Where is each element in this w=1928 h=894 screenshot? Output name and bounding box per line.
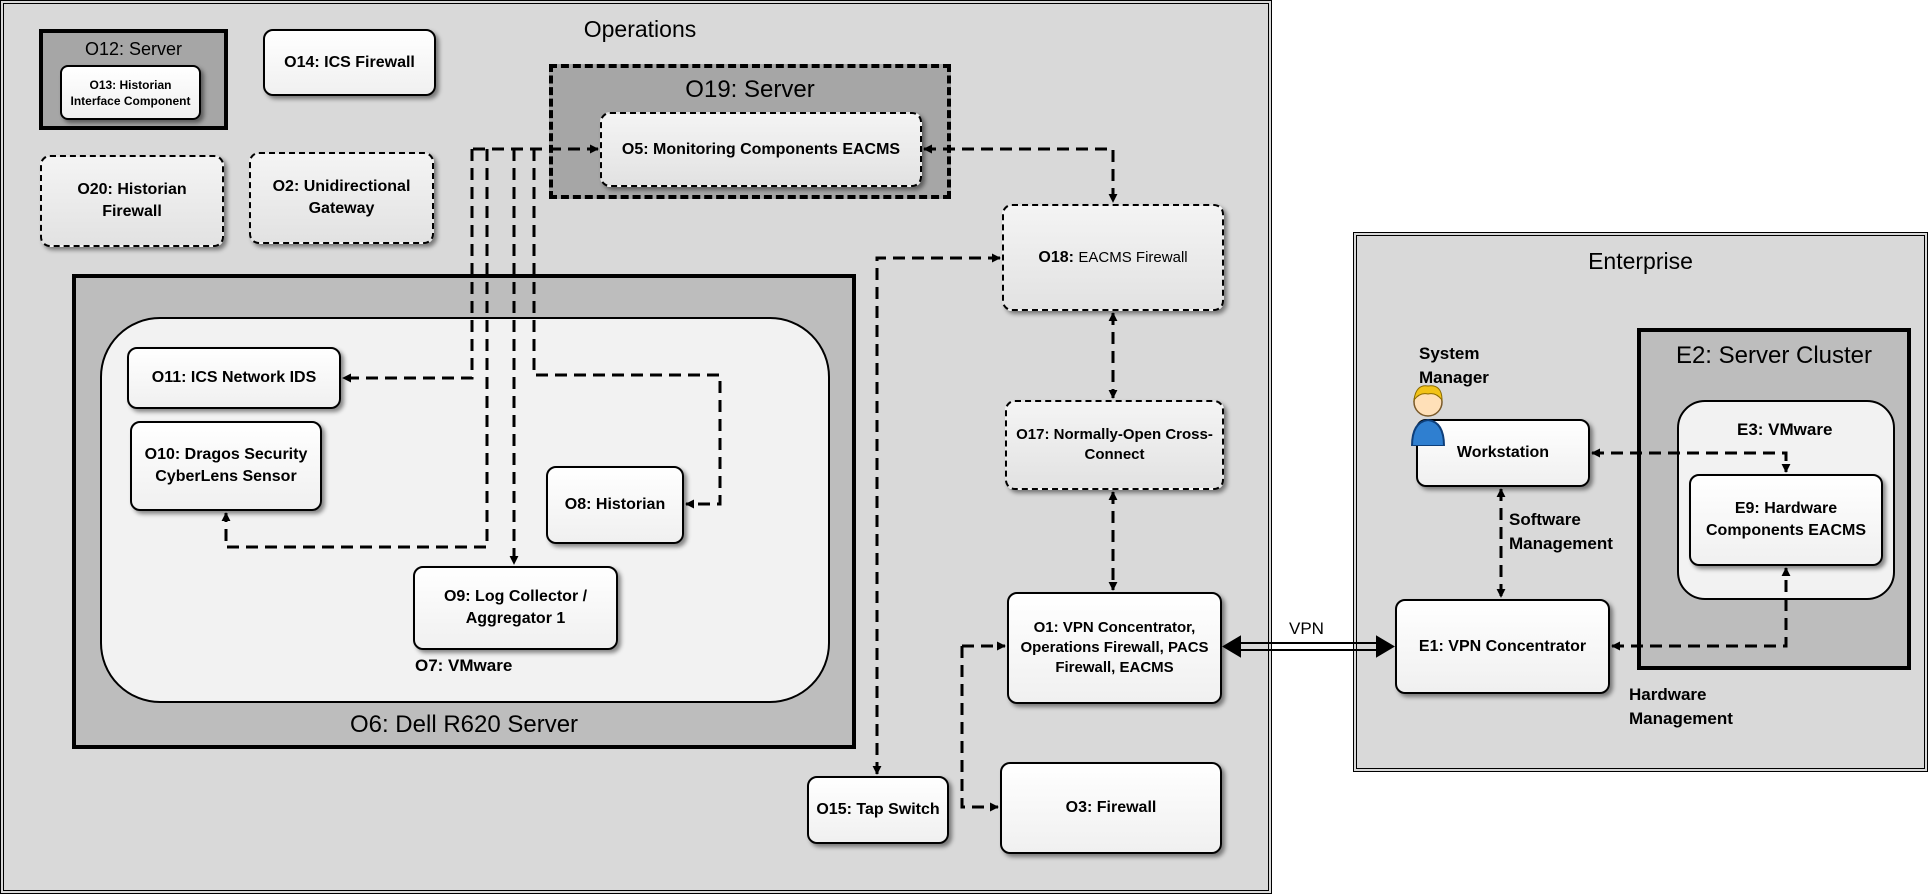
link-bus-o10 [221,149,489,549]
o13-historian-interface[interactable]: O13: Historian Interface Component [60,65,201,120]
o10-dragos-cyberlens[interactable]: O10: Dragos Security CyberLens Sensor [130,421,322,511]
workstation[interactable]: Workstation [1416,419,1590,487]
o18-name: EACMS Firewall [1078,248,1188,266]
o9-log-collector[interactable]: O9: Log Collector / Aggregator 1 [413,566,618,650]
link-e1-e9 [1611,567,1791,651]
e2-title: E2: Server Cluster [1675,342,1873,369]
o17-name: Normally-Open Cross-Connect [1053,426,1213,463]
o7-label: O7: VMware [415,656,513,675]
enterprise-title: Enterprise [1588,248,1693,274]
vpn-link [1222,635,1395,658]
system-manager-label: System Manager [1419,344,1489,387]
link-bus-o8 [532,149,722,509]
o12-title: O12: Server [84,39,183,59]
o18-code: O18: [1038,248,1074,266]
o14-ics-firewall[interactable]: O14: ICS Firewall [263,29,436,96]
o1-vpn-concentrator[interactable]: O1: VPN Concentrator, Operations Firewal… [1007,592,1222,704]
o17-cross-connect[interactable]: O17: Normally-Open Cross-Connect [1005,400,1224,490]
e9-hardware-components[interactable]: E9: Hardware Components EACMS [1689,474,1883,566]
operations-title: Operations [583,16,697,42]
o3-firewall[interactable]: O3: Firewall [1000,762,1222,854]
o5-monitoring-components[interactable]: O5: Monitoring Components EACMS [600,112,922,187]
user-icon-hair [1413,385,1443,402]
link-o15-o18 [872,253,1001,775]
o15-tap-switch[interactable]: O15: Tap Switch [807,776,949,844]
user-icon [1410,385,1446,446]
o20-historian-firewall[interactable]: O20: Historian Firewall [40,155,224,247]
o2-unidirectional-gateway[interactable]: O2: Unidirectional Gateway [249,152,434,244]
o6-title: O6: Dell R620 Server [349,711,579,738]
o19-title: O19: Server [685,76,815,103]
link-workstation-e3 [1591,448,1791,473]
o17-code: O17: [1016,426,1050,443]
o8-historian[interactable]: O8: Historian [546,466,684,544]
hardware-management-label: Hardware Management [1629,685,1733,728]
vpn-label: VPN [1289,619,1324,638]
link-tap-o3 [960,646,999,812]
software-management-label: Software Management [1509,510,1613,553]
e3-label: E3: VMware [1737,420,1833,439]
link-bus-o11 [342,149,474,383]
o11-ics-network-ids[interactable]: O11: ICS Network IDS [127,347,341,409]
o18-eacms-firewall[interactable]: O18: EACMS Firewall [1002,204,1224,311]
link-o5-o18 [923,144,1118,203]
user-icon-body [1410,418,1446,446]
e1-vpn-concentrator[interactable]: E1: VPN Concentrator [1395,599,1610,694]
